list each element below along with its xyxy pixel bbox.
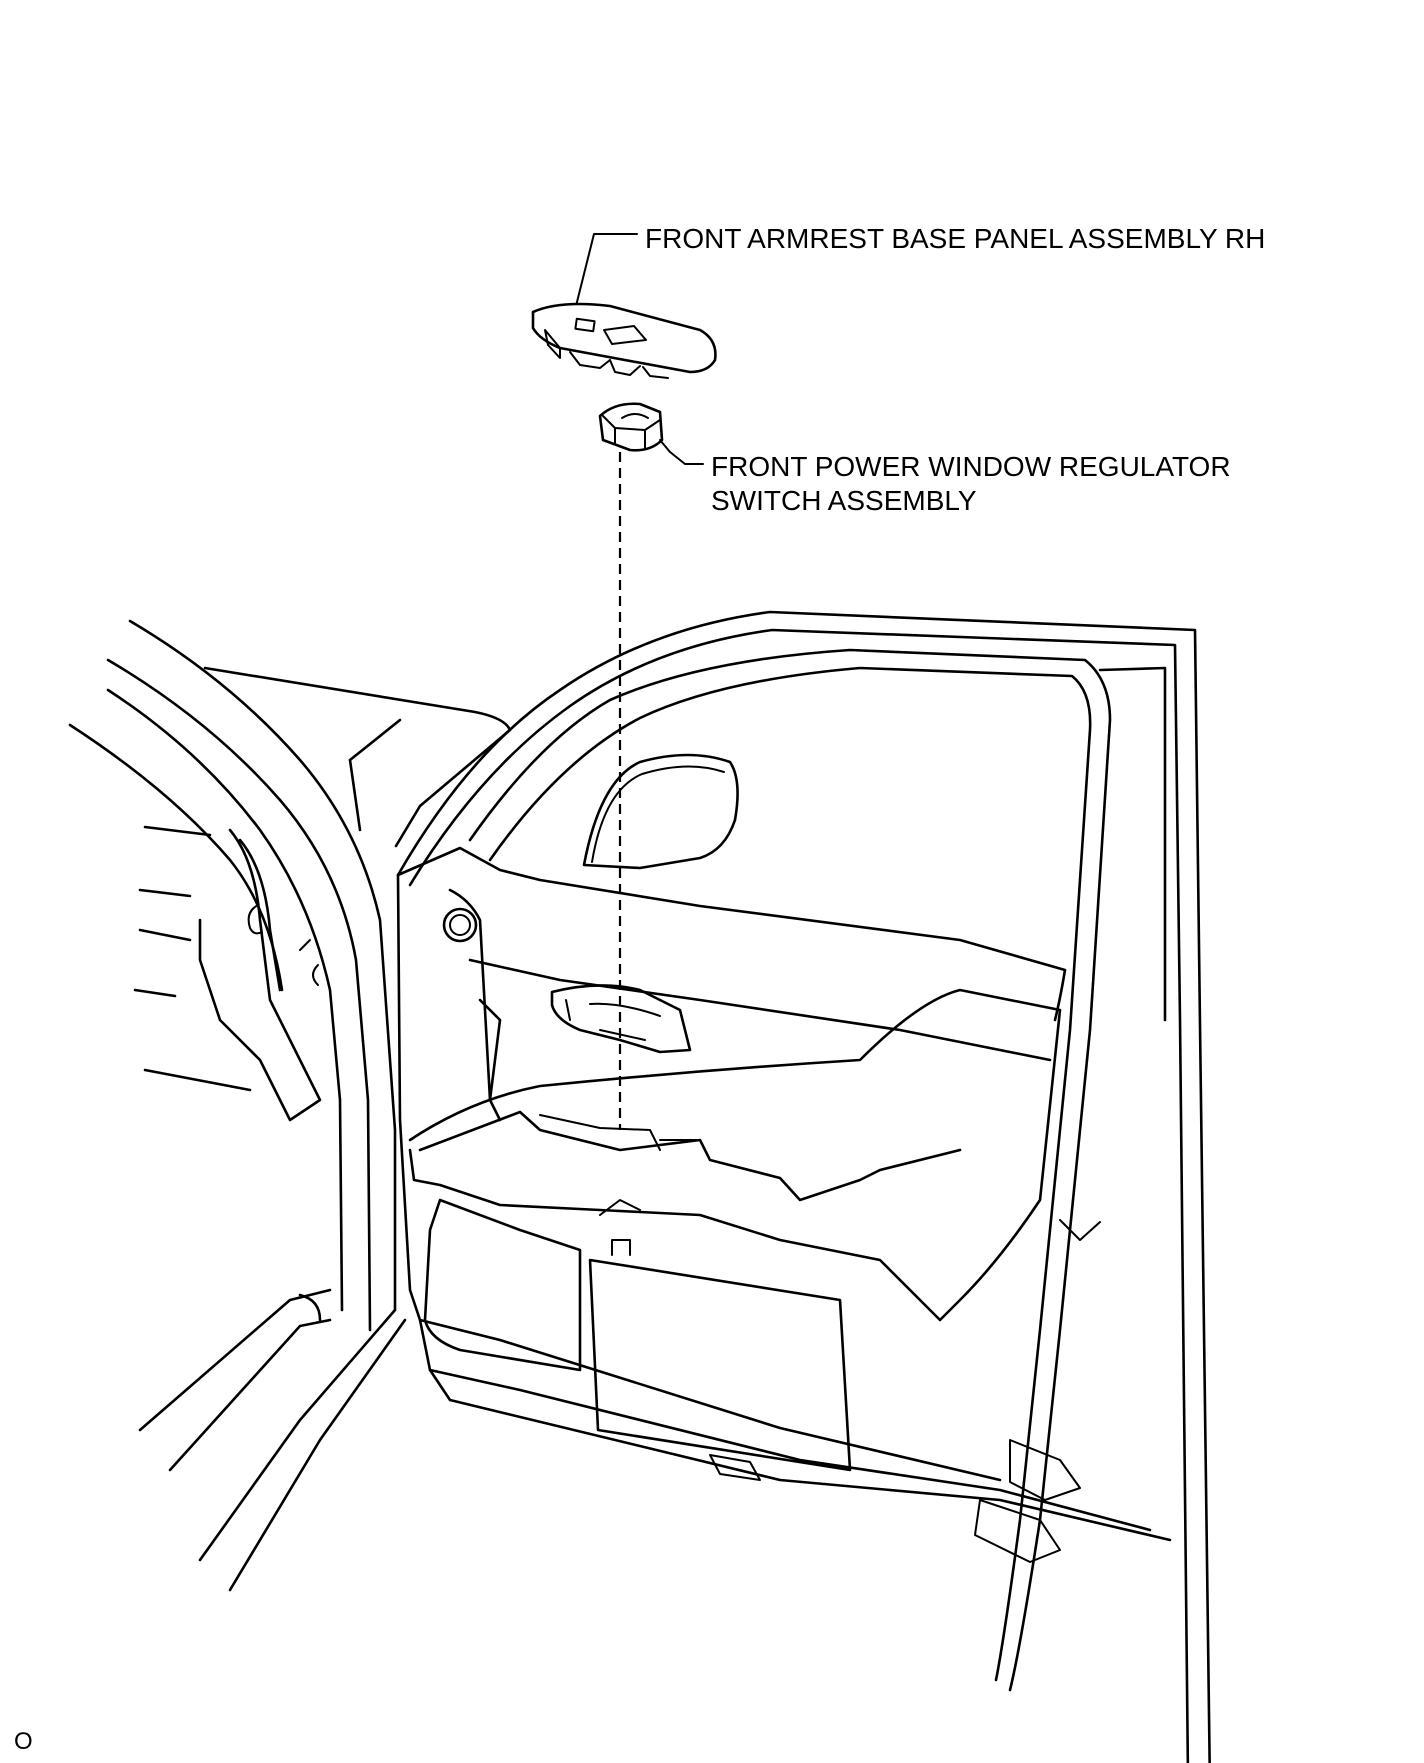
figure-code: O	[14, 1728, 33, 1755]
door-pocket	[423, 1198, 852, 1472]
switch-leader-line	[659, 439, 704, 465]
vehicle-body-a-pillar	[68, 619, 512, 1332]
armrest-base-panel-part	[531, 302, 717, 379]
inside-door-handle	[550, 984, 692, 1054]
door-lower-edge	[418, 1219, 1172, 1563]
window-switch-part	[598, 402, 664, 452]
window-switch-callout-line2: SWITCH ASSEMBLY	[711, 485, 977, 516]
dashboard-left	[133, 825, 322, 1122]
side-mirror	[582, 753, 739, 870]
armrest-leader-line	[572, 233, 638, 319]
door-frame	[396, 610, 1211, 1763]
vehicle-body-sill	[138, 1288, 407, 1592]
armrest-panel-callout: FRONT ARMREST BASE PANEL ASSEMBLY RH	[645, 223, 1266, 254]
door-armrest	[408, 988, 1062, 1322]
window-switch-callout-line1: FRONT POWER WINDOW REGULATOR	[711, 451, 1231, 482]
